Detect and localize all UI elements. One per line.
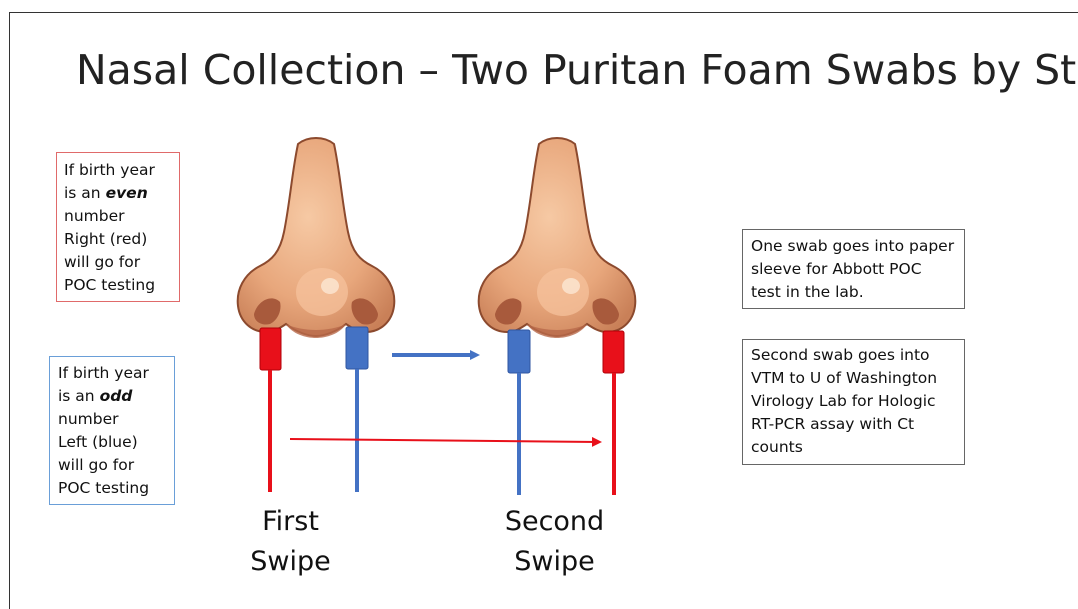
swipe-label-line: Swipe [514, 546, 595, 577]
note-emphasis-odd: odd [99, 387, 133, 405]
red-swab-second [602, 330, 625, 495]
slide-title: Nasal Collection – Two Puritan Foam Swab… [76, 46, 1078, 94]
nose-illustration-first [236, 137, 396, 339]
even-year-note: If birth year is an even number Right (r… [56, 152, 180, 302]
note-line: Left (blue) [58, 433, 138, 451]
swipe-label-line: Second [504, 506, 605, 537]
note-line: is an even [64, 182, 179, 205]
red-swab-first [259, 327, 282, 492]
odd-year-note: If birth year is an odd number Left (blu… [49, 356, 175, 505]
note-line: Virology Lab for Hologic [751, 392, 936, 410]
note-line: counts [751, 438, 803, 456]
nose-illustration-second [477, 137, 637, 339]
note-text: is an [64, 184, 106, 202]
note-line: will go for [58, 456, 135, 474]
note-line: will go for [64, 253, 141, 271]
note-line: number [64, 207, 125, 225]
note-line: If birth year [58, 364, 149, 382]
note-line: is an odd [58, 385, 174, 408]
note-line: If birth year [64, 161, 155, 179]
swipe-label-line: Swipe [250, 546, 331, 577]
note-line: VTM to U of Washington [751, 369, 938, 387]
second-swipe-label: Second Swipe [492, 502, 617, 582]
note-line: POC testing [64, 276, 156, 294]
note-line: Second swab goes into [751, 346, 930, 364]
note-line: RT-PCR assay with Ct [751, 415, 915, 433]
note-text: is an [58, 387, 100, 405]
note-line: One swab goes into paper [751, 237, 955, 255]
note-line: number [58, 410, 119, 428]
abbott-poc-note: One swab goes into paper sleeve for Abbo… [742, 229, 965, 309]
swipe-label-line: First [262, 506, 319, 537]
note-emphasis-even: even [105, 184, 148, 202]
red-transfer-arrow [289, 436, 602, 447]
note-line: POC testing [58, 479, 150, 497]
note-line: sleeve for Abbott POC [751, 260, 922, 278]
note-line: test in the lab. [751, 283, 864, 301]
blue-swab-second [507, 329, 531, 495]
blue-swab-first [345, 326, 369, 492]
note-line: Right (red) [64, 230, 148, 248]
first-swipe-label: First Swipe [238, 502, 343, 582]
vtm-lab-note: Second swab goes into VTM to U of Washin… [742, 339, 965, 465]
